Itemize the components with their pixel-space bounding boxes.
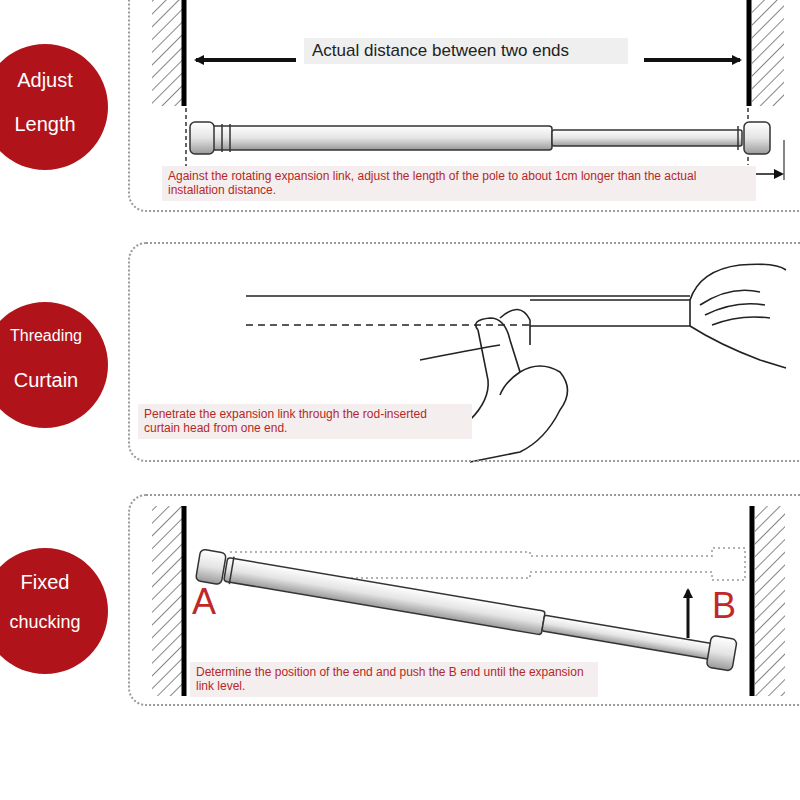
instruction-note: Penetrate the expansion link through the…: [138, 404, 472, 439]
instruction-note: Determine the position of the end and pu…: [190, 662, 598, 697]
step-panel: Penetrate the expansion link through the…: [128, 242, 800, 462]
step-title: Fixed: [0, 570, 100, 594]
panel-three-art: [152, 506, 785, 696]
step-title: Length: [0, 112, 100, 136]
step-badge: ThreadingCurtain: [0, 302, 108, 428]
step-badge: Fixed chucking: [0, 548, 108, 674]
instruction-note: Against the rotating expansion link, adj…: [162, 166, 756, 201]
dimension-label: Actual distance between two ends: [304, 38, 628, 64]
step-panel: Actual distance between two endsAgainst …: [128, 0, 800, 212]
step-badge: AdjustLength: [0, 44, 108, 170]
end-label: A: [192, 584, 216, 620]
step-title: Curtain: [0, 368, 98, 392]
step-title: Adjust: [0, 68, 100, 92]
end-label: B: [712, 588, 736, 624]
step-title: chucking: [0, 612, 100, 634]
step-panel: Determine the position of the end and pu…: [128, 494, 800, 706]
step-title: Threading: [0, 326, 98, 345]
